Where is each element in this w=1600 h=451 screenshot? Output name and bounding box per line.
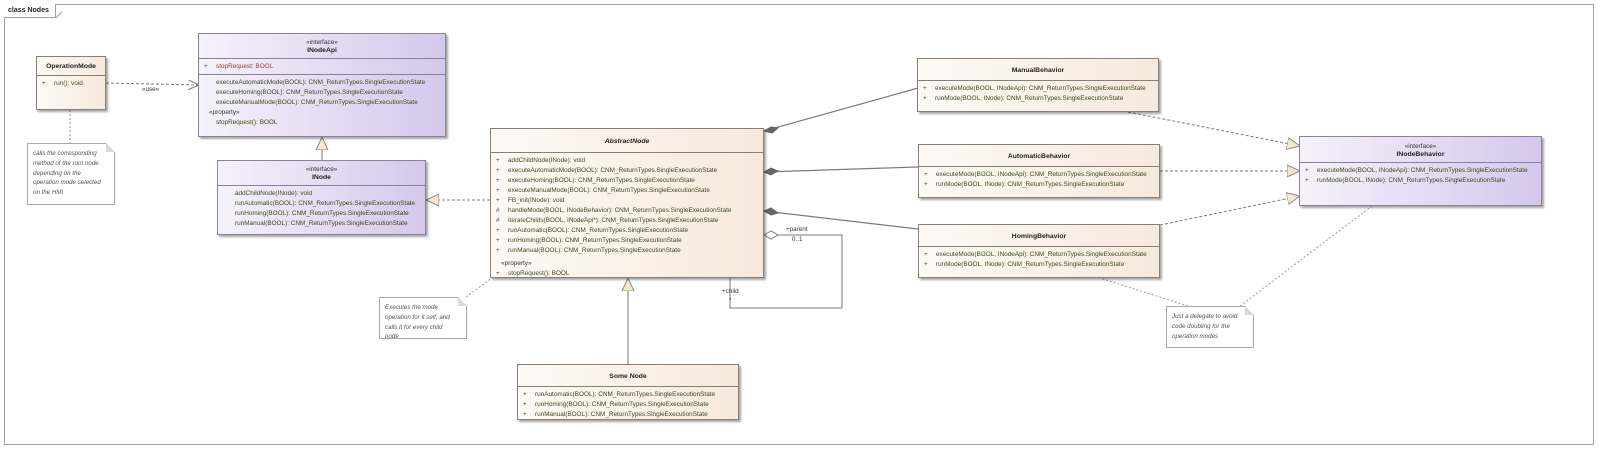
diagram-frame — [4, 4, 1594, 445]
stereotype-label: «interface» — [1404, 143, 1437, 150]
method-row: +run(): void — [42, 80, 83, 87]
method-row: executeHoming(BOOL): CNM_ReturnTypes.Sin… — [216, 89, 403, 96]
use-dependency-line — [105, 83, 199, 85]
method-row: #iterateChilds(BOOL, INodeApi*): CNM_Ret… — [496, 217, 719, 224]
parent-multiplicity-label: 0..1 — [792, 236, 803, 243]
interface-inodebehavior[interactable]: «interface» INodeBehavior +executeMode(B… — [1299, 136, 1542, 206]
method-row: +addChildNode(INode): void — [496, 157, 586, 164]
class-homing-behavior[interactable]: HomingBehavior +executeMode(BOOL, INodeA… — [918, 224, 1160, 278]
manual-realizes-inodebehavior — [1127, 111, 1300, 146]
method-row: executeManualMode(BOOL): CNM_ReturnTypes… — [216, 99, 418, 106]
method-row: +runHoming(BOOL): CNM_ReturnTypes.Single… — [496, 237, 682, 244]
stereotype-label: «interface» — [306, 39, 338, 46]
method-row: +executeMode(BOOL, INodeApi): CNM_Return… — [923, 85, 1146, 92]
property-row: +stopRequest(): BOOL — [496, 270, 570, 277]
method-row: +runManual(BOOL): CNM_ReturnTypes.Single… — [523, 411, 708, 418]
property-stereotype: «property» — [209, 109, 240, 116]
method-row: addChildNode(INode): void — [235, 190, 313, 197]
composition-manual — [763, 87, 919, 132]
method-row: +runAutomatic(BOOL): CNM_ReturnTypes.Sin… — [496, 227, 689, 234]
method-row: +runMode(BOOL, INode): CNM_ReturnTypes.S… — [924, 181, 1125, 188]
method-row: +executeHoming(BOOL): CNM_ReturnTypes.Si… — [496, 177, 695, 184]
method-row: +executeAutomaticMode(BOOL): CNM_ReturnT… — [496, 167, 718, 174]
class-name: INode — [312, 174, 331, 181]
composition-homing-diamond — [762, 207, 780, 216]
method-row: +runManual(BOOL): CNM_ReturnTypes.Single… — [496, 247, 681, 254]
self-aggregation — [729, 234, 843, 309]
method-row: executeAutomaticMode(BOOL): CNM_ReturnTy… — [216, 79, 426, 86]
child-role-label: +child — [722, 288, 739, 295]
composition-automatic — [763, 166, 919, 173]
class-automatic-behavior[interactable]: AutomaticBehavior +executeMode(BOOL, INo… — [918, 144, 1160, 198]
class-name: AbstractNode — [604, 138, 650, 145]
class-name: INodeApi — [307, 47, 337, 54]
method-row: runAutomatic(BOOL): CNM_ReturnTypes.Sing… — [235, 200, 416, 207]
note-behavior-delegate[interactable]: Just a delegate to avoid code doubling f… — [1166, 306, 1254, 348]
use-label: «use» — [142, 86, 160, 93]
property-stereotype: «property» — [501, 260, 532, 267]
method-row: runManual(BOOL): CNM_ReturnTypes.SingleE… — [235, 220, 408, 227]
note-abstract-node[interactable]: Executes the mode operation for it self,… — [379, 297, 467, 340]
attribute-row: +stopRequest: BOOL — [204, 63, 274, 70]
parent-role-label: +parent — [786, 226, 808, 233]
method-row: +runMode(BOOL, INode): CNM_ReturnTypes.S… — [924, 261, 1125, 268]
note-link-homing — [1099, 277, 1189, 307]
method-row: +runMode(BOOL, INode): CNM_ReturnTypes.S… — [1305, 177, 1506, 184]
class-name: ManualBehavior — [1011, 67, 1065, 74]
composition-homing — [763, 210, 919, 230]
class-name: AutomaticBehavior — [1007, 153, 1071, 160]
method-row: +executeMode(BOOL, INodeApi): CNM_Return… — [924, 251, 1147, 258]
method-row: +FB_init(INode): void — [496, 197, 565, 204]
class-name: HomingBehavior — [1011, 233, 1067, 240]
homing-realizes-inodebehavior — [1159, 196, 1300, 226]
method-row: #handleMode(BOOL, INodeBehavior): CNM_Re… — [496, 207, 732, 214]
composition-manual-diamond — [762, 126, 780, 134]
method-row: +executeManualMode(BOOL): CNM_ReturnType… — [496, 187, 710, 194]
class-name: Some Node — [609, 373, 647, 380]
method-row: +executeMode(BOOL, INodeApi): CNM_Return… — [924, 171, 1147, 178]
note-link-inodebehavior — [1239, 205, 1373, 307]
interface-inodeapi[interactable]: «interface» INodeApi +stopRequest: BOOL … — [198, 33, 446, 137]
property-row: stopRequest(): BOOL — [216, 119, 278, 126]
class-operation-mode[interactable]: OperationMode +run(): void — [36, 56, 106, 110]
method-row: runHoming(BOOL): CNM_ReturnTypes.SingleE… — [235, 210, 409, 217]
class-abstract-node[interactable]: AbstractNode +addChildNode(INode): void … — [490, 128, 764, 278]
note-link-abstractnode — [465, 277, 493, 298]
method-row: +runHoming(BOOL): CNM_ReturnTypes.Single… — [523, 401, 709, 408]
composition-automatic-diamond — [762, 167, 780, 176]
stereotype-label: «interface» — [305, 166, 338, 173]
class-name: INodeBehavior — [1396, 151, 1445, 158]
class-some-node[interactable]: Some Node +runAutomatic(BOOL): CNM_Retur… — [517, 364, 739, 420]
method-row: +runMode(BOOL, INode): CNM_ReturnTypes.S… — [923, 95, 1124, 102]
note-operation-mode[interactable]: calls the corresponding method of the ro… — [27, 143, 115, 205]
method-row: +runAutomatic(BOOL): CNM_ReturnTypes.Sin… — [523, 391, 716, 398]
interface-inode[interactable]: «interface» INode addChildNode(INode): v… — [217, 160, 426, 235]
method-row: +executeMode(BOOL, INodeApi): CNM_Return… — [1305, 167, 1528, 174]
class-name: OperationMode — [46, 63, 96, 70]
diagram-title: class Nodes — [4, 4, 56, 18]
self-aggregation-diamond — [762, 230, 780, 240]
class-manual-behavior[interactable]: ManualBehavior +executeMode(BOOL, INodeA… — [917, 58, 1159, 112]
child-multiplicity-label: * — [729, 297, 732, 304]
